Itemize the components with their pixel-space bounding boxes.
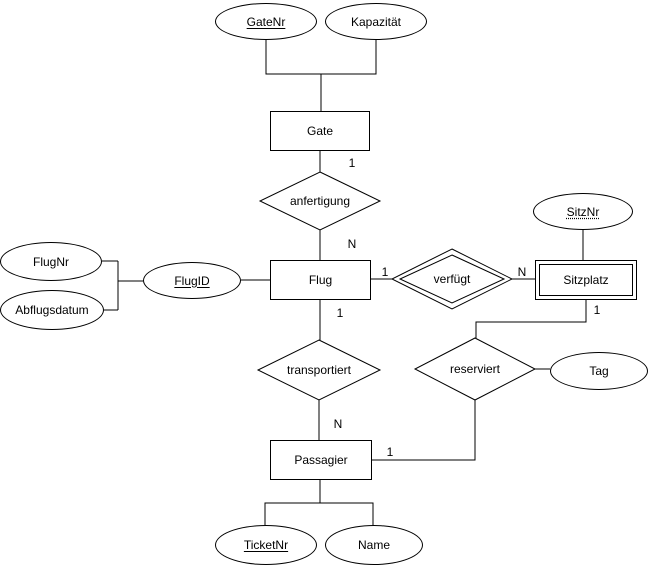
- attribute-label: FlugNr: [32, 254, 69, 269]
- attribute-flugnr: FlugNr: [0, 242, 102, 281]
- attribute-flugid: FlugID: [143, 262, 241, 299]
- attribute-label: FlugID: [174, 273, 210, 288]
- relationship-anfertigung-label: anfertigung: [289, 194, 351, 208]
- attribute-name: Name: [325, 525, 423, 565]
- cardinality-gate-anfertigung: 1: [348, 156, 356, 170]
- relationship-reserviert-diamond: [413, 337, 537, 401]
- attribute-kapazitaet: Kapazität: [325, 3, 427, 40]
- entity-flug: Flug: [270, 260, 371, 300]
- attribute-sitznr: SitzNr: [533, 193, 633, 230]
- attribute-label: SitzNr: [566, 204, 600, 219]
- cardinality-flug-transportiert: 1: [336, 306, 344, 320]
- attribute-tag: Tag: [550, 352, 648, 390]
- relationship-verfuegt-label: verfügt: [433, 272, 471, 286]
- attribute-abflugsdatum: Abflugsdatum: [0, 290, 104, 330]
- relationship-transportiert-label: transportiert: [286, 363, 352, 377]
- entity-label: Gate: [306, 124, 333, 138]
- cardinality-sitzplatz-reserviert: 1: [593, 303, 601, 317]
- entity-label: Sitzplatz: [563, 273, 609, 287]
- cardinality-passagier-reserviert: 1: [386, 445, 394, 459]
- attribute-label: Tag: [589, 364, 609, 378]
- attribute-gatenr: GateNr: [215, 3, 317, 40]
- connector-reserviert-passagier: [372, 400, 476, 461]
- attribute-label: Abflugsdatum: [15, 303, 89, 317]
- cardinality-transportiert-passagier: N: [333, 417, 343, 431]
- cardinality-flug-verfuegt: 1: [381, 265, 389, 279]
- entity-gate: Gate: [270, 111, 370, 151]
- connector-passagier-attributes: [264, 480, 374, 525]
- entity-passagier: Passagier: [270, 440, 372, 480]
- attribute-label: GateNr: [246, 14, 286, 29]
- relationship-anfertigung-diamond: [258, 171, 382, 231]
- connector-sitzplatz-reserviert: [475, 300, 587, 338]
- attribute-ticketnr: TicketNr: [215, 525, 317, 565]
- entity-sitzplatz-weak: Sitzplatz: [535, 260, 637, 300]
- connector-gate-attributes-bar: [265, 40, 377, 75]
- cardinality-verfuegt-sitzplatz: N: [517, 265, 527, 279]
- relationship-transportiert-diamond: [256, 339, 382, 401]
- relationship-verfuegt-diamond-inner: [398, 254, 506, 304]
- cardinality-anfertigung-flug: N: [347, 237, 357, 251]
- attribute-label: Name: [357, 538, 390, 552]
- relationship-reserviert-label: reserviert: [449, 362, 500, 376]
- attribute-label: Kapazität: [350, 14, 402, 29]
- attribute-label: TicketNr: [243, 538, 289, 552]
- entity-label: Passagier: [294, 453, 348, 467]
- entity-label: Flug: [308, 273, 333, 287]
